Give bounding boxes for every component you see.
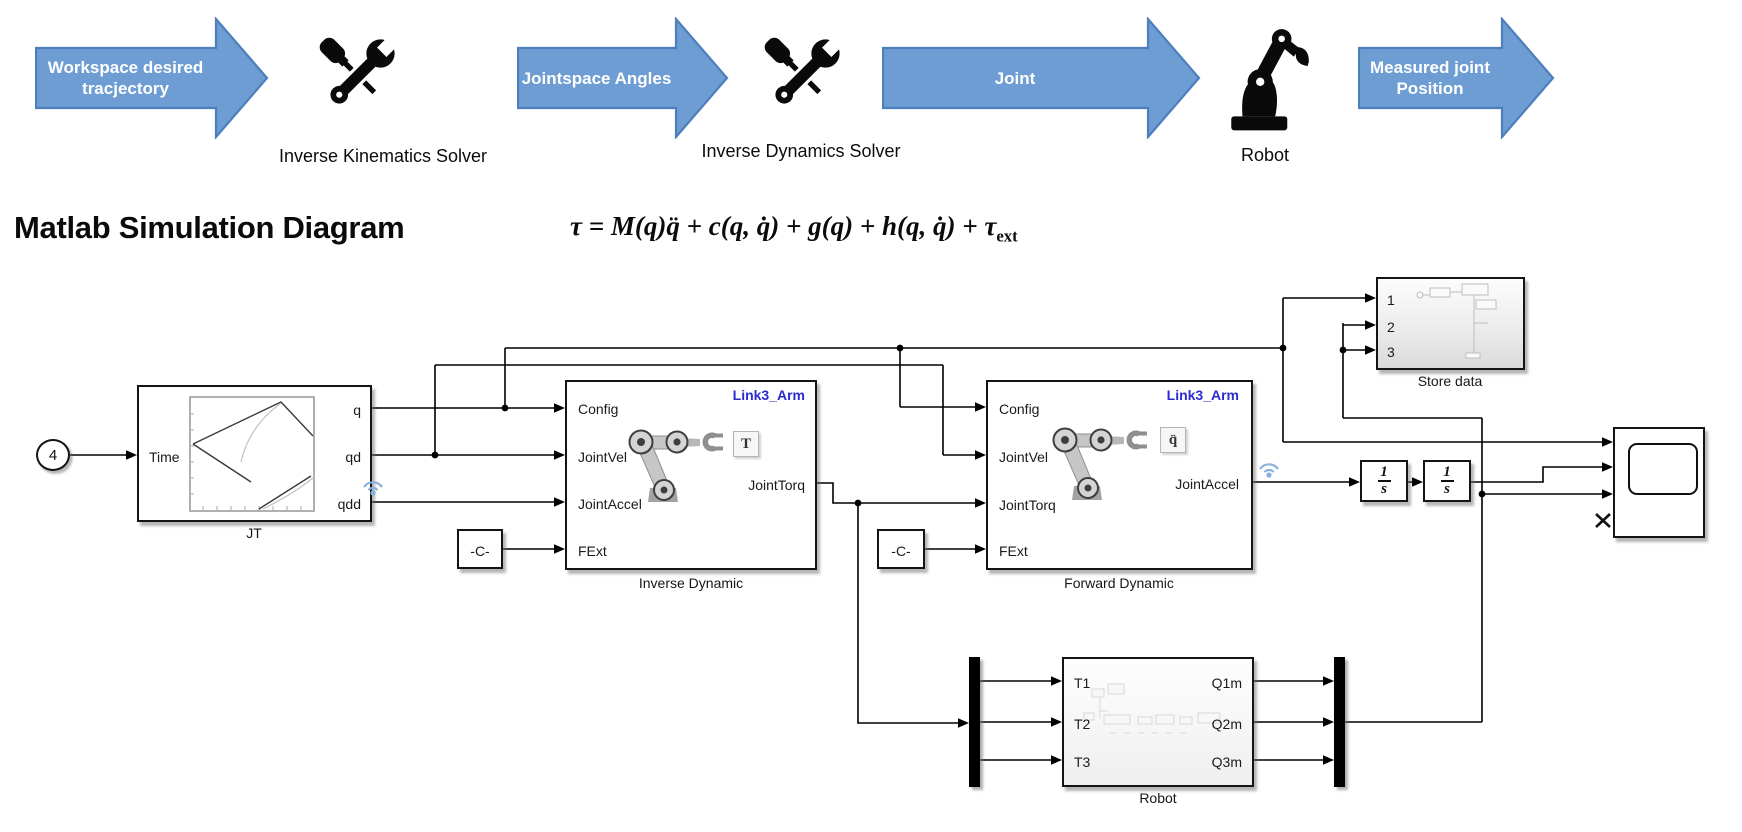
robot-port-t3: T3	[1074, 754, 1091, 770]
flow-arrow-4	[1358, 17, 1555, 139]
store-port-2: 2	[1387, 319, 1395, 335]
flow-arrow-1-text: Workspace desired tracjectory	[35, 48, 216, 108]
inport-value: 4	[48, 446, 58, 464]
jt-port-time: Time	[149, 449, 180, 465]
signal-logging-icon[interactable]	[361, 475, 385, 496]
store-data-caption: Store data	[1417, 373, 1483, 389]
forward-dynamic-tag: Link3_Arm	[1166, 387, 1239, 403]
acceleration-badge: q̈	[1160, 427, 1186, 453]
store-data-block[interactable]: 1 2 3	[1376, 277, 1525, 370]
store-port-3: 3	[1387, 344, 1395, 360]
flow-arrow-3-line1: Joint	[994, 68, 1036, 88]
wire-junction-dots	[431, 344, 1486, 507]
torque-badge: T	[733, 431, 759, 457]
jt-port-q: q	[353, 402, 361, 418]
scope-screen	[1628, 443, 1698, 495]
constant-2-value: -C-	[891, 543, 911, 559]
id-port-jointtorq: JointTorq	[748, 477, 805, 493]
fd-port-jointtorq: JointTorq	[999, 497, 1056, 513]
jt-port-qdd: qdd	[337, 496, 361, 512]
flow-arrow-1-line1: Workspace desired	[47, 58, 204, 77]
inverse-dynamic-caption: Inverse Dynamic	[638, 575, 744, 591]
jt-port-qd: qd	[345, 449, 361, 465]
signal-logging-icon[interactable]	[1257, 457, 1281, 478]
jt-block-caption: JT	[246, 525, 262, 541]
jt-plot-thumbnail	[189, 396, 315, 512]
fd-port-fext: FExt	[999, 543, 1028, 559]
robot-port-t2: T2	[1074, 716, 1091, 732]
robot-port-q2m: Q2m	[1211, 716, 1242, 732]
store-port-1: 1	[1387, 292, 1395, 308]
robot-flow-label: Robot	[1240, 145, 1290, 165]
equation-subscript: ext	[996, 226, 1018, 246]
flow-arrow-2	[517, 17, 729, 139]
fd-port-jointvel: JointVel	[999, 449, 1049, 465]
robot-port-q3m: Q3m	[1211, 754, 1242, 770]
flow-arrow-1	[35, 17, 269, 139]
id-port-fext: FExt	[578, 543, 607, 559]
dynamics-equation: τ = M(q)q̈ + c(q, q̇) + g(q) + h(q, q̇) …	[570, 211, 1018, 246]
robot-block[interactable]: T1 T2 T3 Q1m Q2m Q3m	[1062, 657, 1254, 787]
equation-main: τ = M(q)q̈ + c(q, q̇) + g(q) + h(q, q̇) …	[570, 211, 997, 241]
forward-dynamic-caption: Forward Dynamic	[1064, 575, 1174, 591]
store-data-thumbnail	[1416, 283, 1497, 359]
flow-arrow-3	[882, 17, 1201, 139]
scope-unconnected-port-x	[1595, 513, 1611, 528]
constant-1-value: -C-	[470, 543, 490, 559]
fd-port-config: Config	[999, 401, 1040, 417]
flow-arrow-2-line1: Jointspace Angles	[521, 68, 672, 88]
flow-arrow-4-text: Measured joint Position	[1358, 48, 1502, 108]
id-port-jointaccel: JointAccel	[578, 496, 642, 512]
demux-bar[interactable]	[969, 657, 980, 787]
page-title: Matlab Simulation Diagram	[14, 210, 405, 245]
inverse-kinematics-solver-label: Inverse Kinematics Solver	[278, 146, 488, 166]
inverse-dynamics-solver-label: Inverse Dynamics Solver	[701, 141, 901, 161]
inverse-dynamic-block[interactable]: Link3_Arm Config JointVel JointAccel FEx…	[565, 380, 817, 570]
robot-port-t1: T1	[1074, 675, 1091, 691]
id-port-config: Config	[578, 401, 619, 417]
port-arrowheads	[126, 293, 1613, 765]
flow-arrow-3-text: Joint	[882, 48, 1148, 108]
fd-port-jointaccel: JointAccel	[1175, 476, 1239, 492]
robot-thumbnail	[1083, 683, 1221, 734]
inverse-dynamic-tag: Link3_Arm	[732, 387, 805, 403]
flow-arrow-4-line2: Position	[1396, 79, 1464, 98]
constant-block-1[interactable]: -C-	[457, 529, 503, 569]
forward-dynamic-block[interactable]: Link3_Arm Config JointVel JointTorq FExt…	[986, 380, 1253, 570]
id-port-jointvel: JointVel	[578, 449, 628, 465]
mux-bar[interactable]	[1334, 657, 1345, 787]
constant-block-2[interactable]: -C-	[877, 529, 925, 569]
flow-arrow-4-line1: Measured joint	[1370, 58, 1490, 77]
flow-arrow-1-line2: tracjectory	[82, 79, 169, 98]
robot-port-q1m: Q1m	[1211, 675, 1242, 691]
scope-block[interactable]	[1613, 427, 1705, 538]
jt-trajectory-block[interactable]: Time q qd qdd	[137, 385, 372, 522]
robot-block-caption: Robot	[1139, 790, 1177, 806]
flow-arrow-2-text: Jointspace Angles	[517, 48, 676, 108]
inport-block[interactable]: 4	[36, 439, 70, 471]
